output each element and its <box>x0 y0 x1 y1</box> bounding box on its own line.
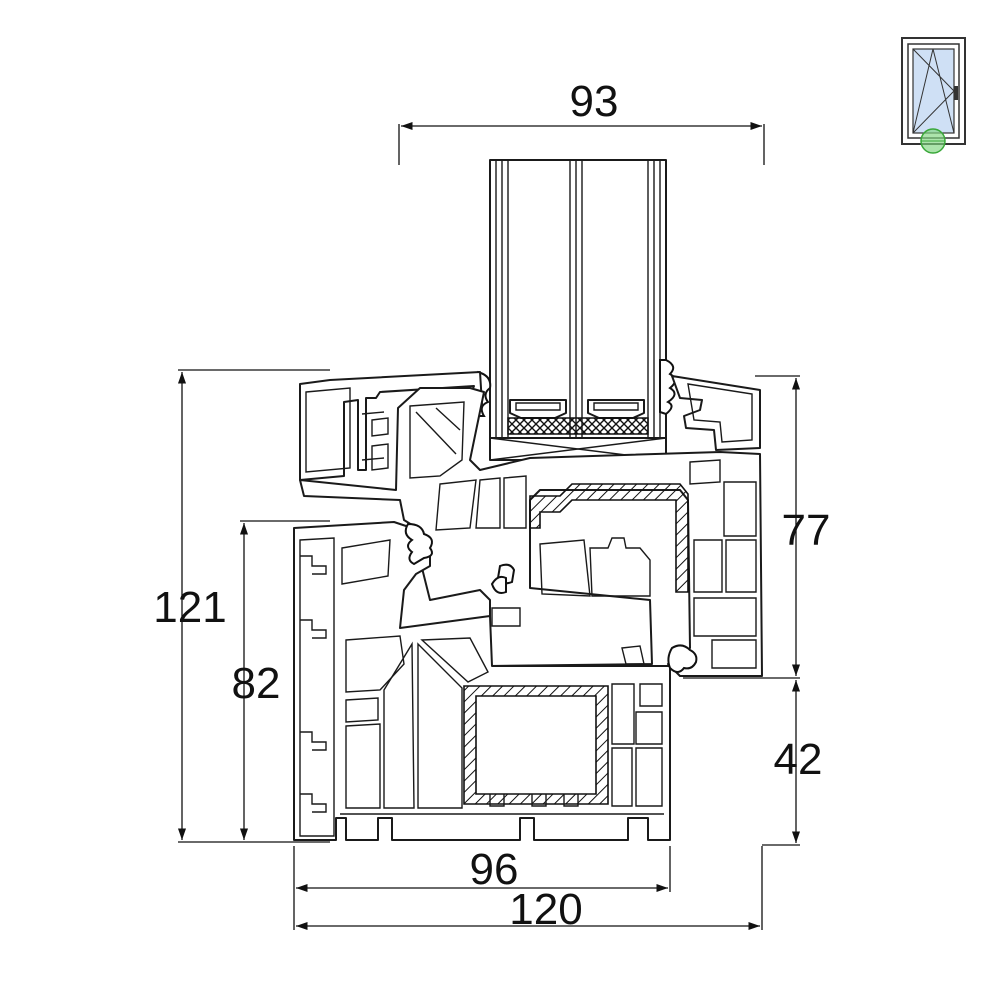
sash-reinforcement <box>529 483 689 593</box>
dimension-glazing-depth: 93 <box>398 77 765 165</box>
dimension-overall-depth: 120 <box>296 846 763 934</box>
dimension-42-label: 42 <box>774 735 823 784</box>
dimension-120-label: 120 <box>509 885 582 934</box>
sash-top-lip <box>671 375 761 451</box>
dimension-sash-height: 77 <box>683 375 831 679</box>
spacer-bar-right <box>587 399 645 419</box>
glazing-gasket-right <box>659 359 676 416</box>
dimension-frame-height: 82 <box>232 520 330 840</box>
dimension-96-label: 96 <box>470 845 519 894</box>
frame-gasket-inner <box>667 644 698 673</box>
dimension-frame-bottom-height: 42 <box>762 680 823 846</box>
dimension-frame-depth: 96 <box>293 845 671 930</box>
frame-gasket-outer <box>404 522 433 566</box>
glass-unit <box>489 159 667 439</box>
dimension-overall-height: 121 <box>153 369 330 843</box>
frame-profile <box>293 521 671 841</box>
edge-seal <box>507 417 649 435</box>
dimension-121-label: 121 <box>153 583 226 632</box>
frame-gasket-middle <box>490 563 516 594</box>
dimension-82-label: 82 <box>232 659 281 708</box>
dimension-77-label: 77 <box>782 506 831 555</box>
window-tilt-turn-icon <box>901 37 966 154</box>
dimension-93-label: 93 <box>570 77 619 126</box>
spacer-bar-left <box>509 399 567 419</box>
frame-reinforcement <box>463 685 609 807</box>
